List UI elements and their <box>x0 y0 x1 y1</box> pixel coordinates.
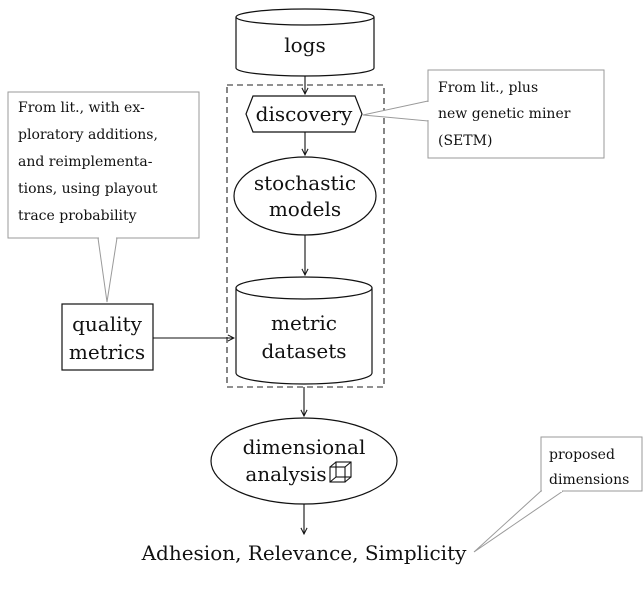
quality-note-line-3: and reimplementa- <box>18 154 153 170</box>
dimensional-label-line-2: analysis <box>245 462 326 486</box>
output-note-line-2: dimensions <box>549 472 629 488</box>
quality-metrics-node: quality metrics <box>61 303 154 371</box>
quality-label-line-2: metrics <box>69 340 145 364</box>
quality-note-line-2: ploratory additions, <box>18 127 158 143</box>
metric-label-line-1: metric <box>271 311 337 335</box>
discovery-note-line-2: new genetic miner <box>438 106 571 122</box>
logs-label: logs <box>284 33 326 57</box>
stochastic-models-node: stochastic models <box>233 156 377 236</box>
logs-node: logs <box>235 8 375 77</box>
discovery-label: discovery <box>256 102 353 126</box>
output-dimensions-text: Adhesion, Relevance, Simplicity <box>141 541 468 565</box>
quality-note-line-5: trace probability <box>18 208 137 224</box>
dimensional-label-line-1: dimensional <box>243 435 366 459</box>
discovery-note-line-3: (SETM) <box>438 133 492 149</box>
discovery-node: discovery <box>245 95 363 133</box>
quality-label-line-1: quality <box>72 312 142 336</box>
quality-callout: From lit., with ex- ploratory additions,… <box>7 91 200 303</box>
quality-note-line-1: From lit., with ex- <box>18 100 145 116</box>
dimensional-analysis-node: dimensional analysis <box>210 417 398 505</box>
output-note-line-1: proposed <box>549 447 615 463</box>
metric-datasets-node: metric datasets <box>235 276 373 385</box>
stochastic-label-line-2: models <box>269 197 341 221</box>
discovery-note-line-1: From lit., plus <box>438 80 538 96</box>
output-callout: proposed dimensions <box>473 436 643 553</box>
quality-note-line-4: tions, using playout <box>18 181 158 197</box>
stochastic-label-line-1: stochastic <box>254 171 356 195</box>
discovery-callout: From lit., plus new genetic miner (SETM) <box>362 69 605 159</box>
metric-label-line-2: datasets <box>261 339 346 363</box>
cube-icon <box>329 461 352 483</box>
